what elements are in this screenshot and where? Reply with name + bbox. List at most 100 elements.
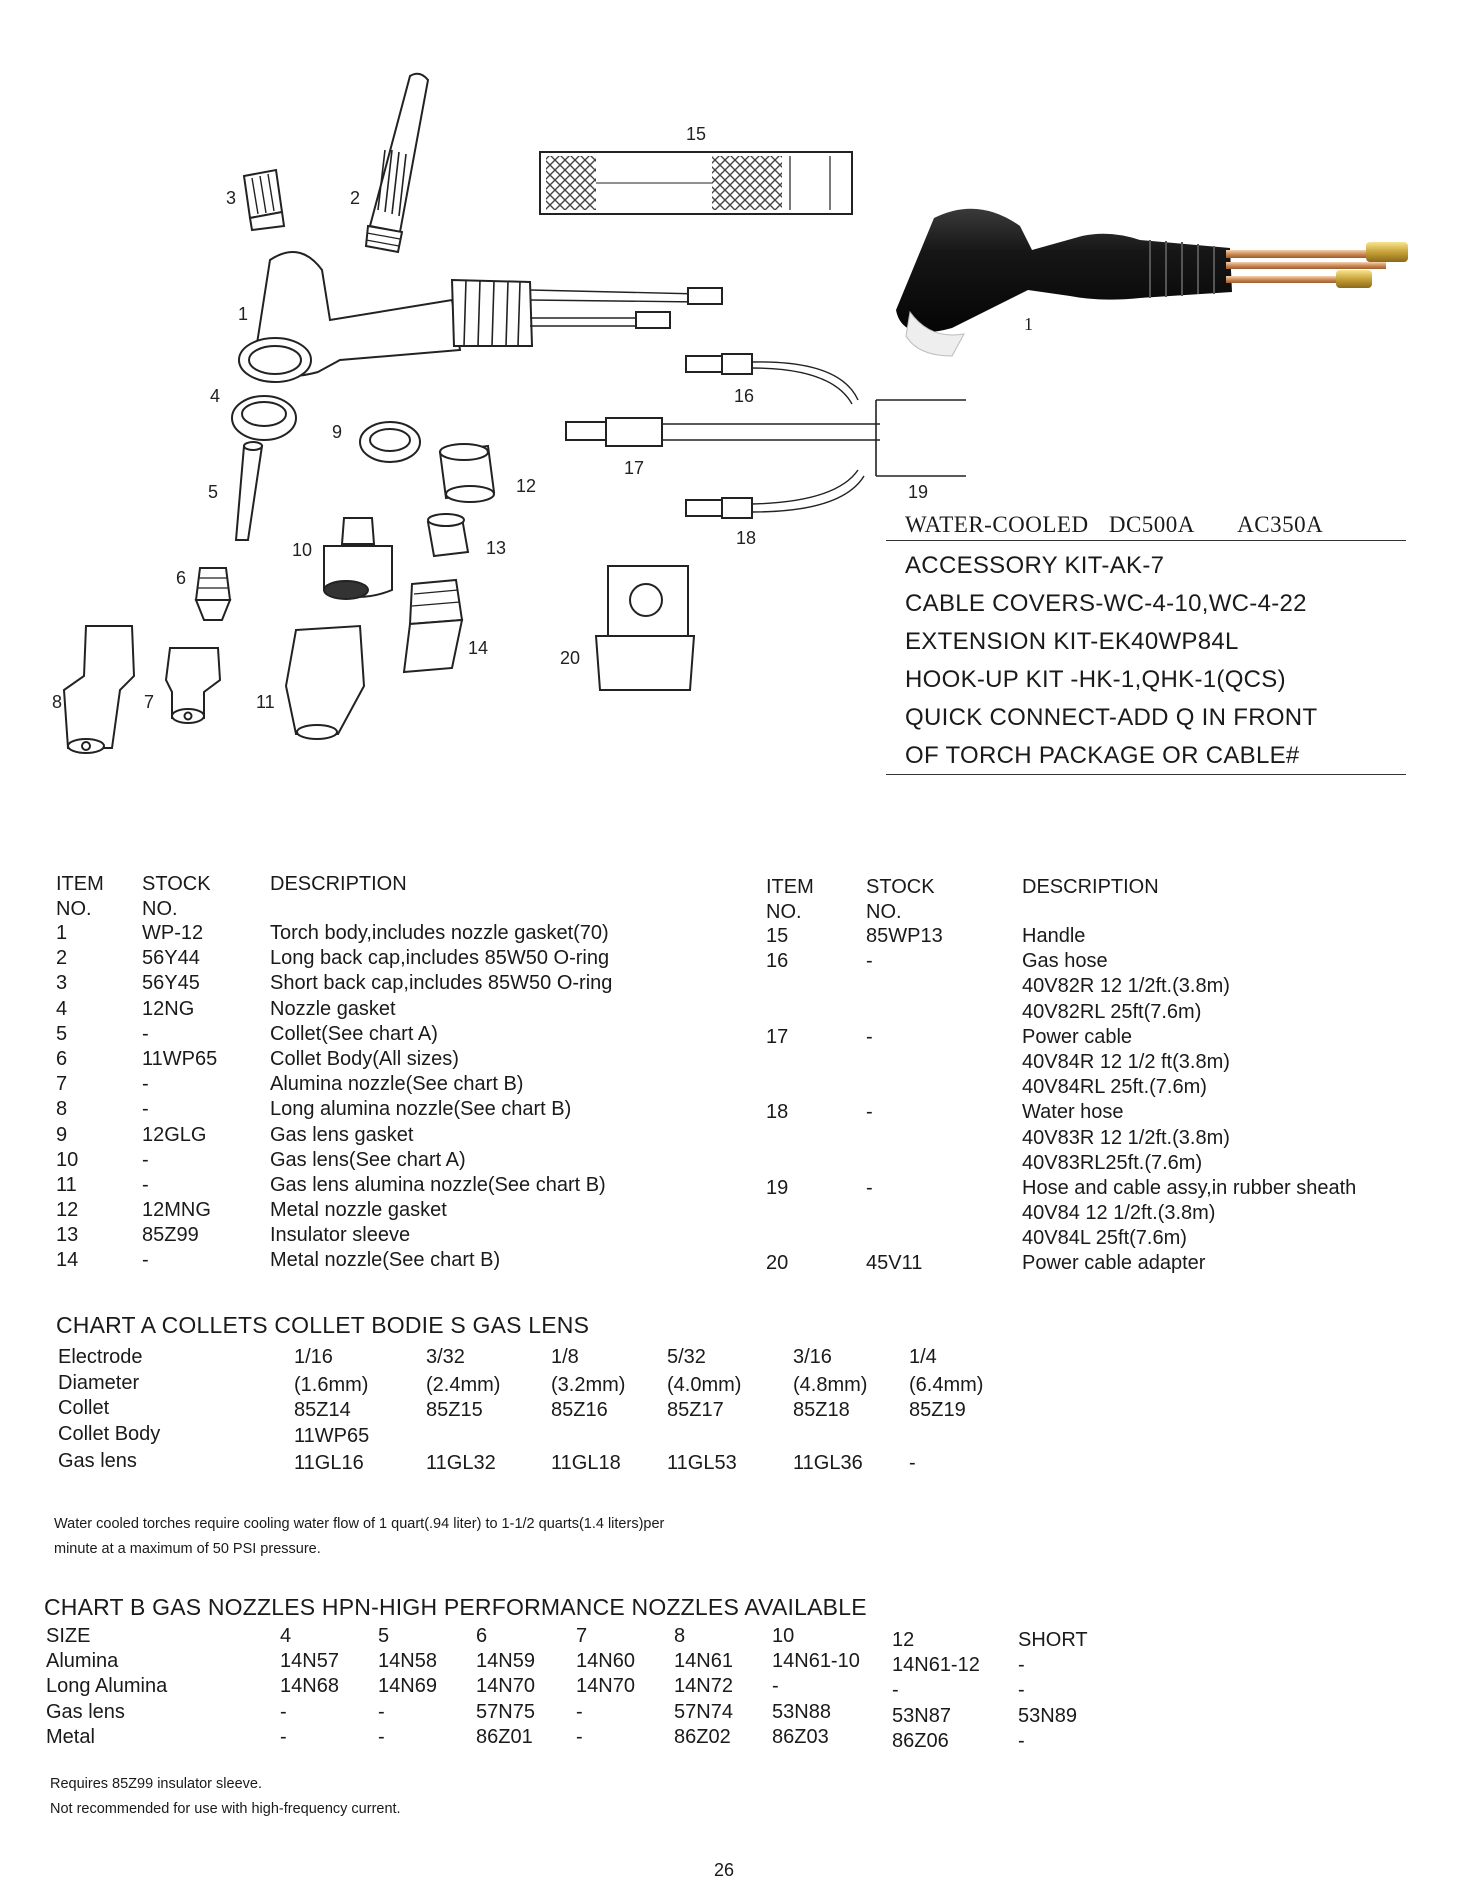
part-description: Hose and cable assy,in rubber sheath [1022, 1176, 1357, 1199]
chart-b-cell: - [576, 1725, 583, 1748]
chart-b-cell: - [280, 1700, 287, 1723]
chart-b-cell: 57N75 [476, 1700, 535, 1723]
chart-b-cell: - [1018, 1729, 1025, 1752]
chart-b-cell: SHORT [1018, 1629, 1088, 1651]
item-number: 20 [766, 1252, 789, 1275]
chart-a-cell: 1/8 [551, 1346, 579, 1368]
part-description: Long back cap,includes 85W50 O-ring [270, 947, 610, 970]
part-description: 40V82R 12 1/2ft.(3.8m) [1022, 975, 1230, 998]
part-description: 40V84RL 25ft.(7.6m) [1022, 1076, 1207, 1099]
stock-number: WP-12 [142, 922, 204, 944]
chart-b-cell: 53N88 [772, 1700, 831, 1723]
chart-a-cell: 11GL53 [667, 1452, 737, 1474]
accessory-line: CABLE COVERS-WC-4-10,WC-4-22 [905, 590, 1307, 617]
table-row: 40V84RL 25ft.(7.6m) [766, 1075, 1426, 1100]
item-number: 7 [56, 1073, 68, 1096]
stock-number: - [142, 1249, 149, 1272]
chart-b-cell: 4 [280, 1625, 292, 1647]
stock-number: - [142, 1022, 149, 1045]
model-name: WATER-COOLED [905, 512, 1089, 537]
chart-a-cell: 85Z19 [909, 1399, 966, 1421]
part-description: Short back cap,includes 85W50 O-ring [270, 972, 613, 995]
photo-callout-1: 1 [1024, 314, 1033, 334]
chart-a-cell: 1/16 [294, 1346, 333, 1368]
item-number: 17 [766, 1025, 789, 1048]
metal-nozzle-gasket-drawing [438, 443, 496, 503]
right-header-description: DESCRIPTION [1022, 876, 1159, 898]
torch-heading: WATER-COOLED DC500A AC350A [905, 512, 1323, 538]
cooling-note: Water cooled torches require cooling wat… [54, 1516, 665, 1557]
part-description: Torch body,includes nozzle gasket(70) [270, 922, 609, 944]
table-row: 17-Power cable [766, 1025, 1426, 1050]
table-row: 10-Gas lens(See chart A) [56, 1148, 676, 1173]
long-alumina-nozzle-drawing [62, 625, 136, 754]
chart-b-cell: 6 [476, 1625, 488, 1647]
gas-lens-drawing [323, 517, 393, 600]
chart-a-cell: (3.2mm) [551, 1373, 626, 1396]
item-number: 11 [56, 1173, 77, 1196]
chart-b-cell: 12 [892, 1629, 915, 1651]
chart-a-row-label: Electrode [58, 1346, 143, 1368]
short-back-cap-drawing [242, 168, 286, 232]
chart-b-cell: 86Z02 [674, 1725, 731, 1748]
table-row: 40V83RL25ft.(7.6m) [766, 1151, 1426, 1176]
chart-b-row-label: Long Alumina [46, 1675, 168, 1698]
table-row: 40V84R 12 1/2 ft(3.8m) [766, 1050, 1426, 1075]
callout-3: 3 [226, 188, 237, 208]
chart-a-cell: (4.8mm) [793, 1373, 868, 1396]
chart-b-cell: - [378, 1700, 385, 1723]
stock-number: 12MNG [142, 1199, 211, 1222]
long-back-cap-drawing [364, 72, 430, 254]
table-row: 8-Long alumina nozzle(See chart B) [56, 1097, 676, 1122]
part-description: 40V84 12 1/2ft.(3.8m) [1022, 1202, 1216, 1225]
part-description: 40V83RL25ft.(7.6m) [1022, 1151, 1203, 1174]
stock-number: 56Y45 [142, 972, 200, 995]
chart-b-row-label: Metal [46, 1725, 95, 1748]
callout-6: 6 [176, 568, 187, 588]
part-description: Gas hose [1022, 950, 1108, 973]
callout-7: 7 [144, 692, 155, 712]
torch-body-drawing [238, 251, 723, 383]
chart-a-cell: - [909, 1452, 916, 1474]
callout-2: 2 [350, 188, 361, 208]
table-row: 19-Hose and cable assy,in rubber sheath [766, 1176, 1426, 1201]
stock-number: 85Z99 [142, 1224, 199, 1247]
dc-rating: DC500A [1108, 512, 1195, 537]
chart-a-row-label: Gas lens [58, 1450, 137, 1472]
callout-1: 1 [238, 304, 249, 324]
nozzle-gasket-drawing [231, 395, 297, 441]
part-description: Metal nozzle gasket [270, 1199, 447, 1222]
chart-b-cell: 14N57 [280, 1650, 339, 1673]
chart-b-cell: 14N61-10 [772, 1650, 860, 1673]
page-number: 26 [714, 1860, 735, 1880]
chart-a-cell: (1.6mm) [294, 1373, 369, 1396]
chart-b-cell: 14N60 [576, 1650, 635, 1673]
chart-a-cell: 85Z18 [793, 1399, 850, 1421]
table-row: 5-Collet(See chart A) [56, 1022, 676, 1047]
chart-b-cell: 53N87 [892, 1704, 951, 1727]
part-description: Power cable [1022, 1025, 1133, 1048]
chart-b-cell: 14N69 [378, 1675, 437, 1698]
chart-b-cell: 5 [378, 1625, 390, 1647]
part-description: Long alumina nozzle(See chart B) [270, 1098, 572, 1121]
chart-b-cell: 14N61 [674, 1650, 733, 1673]
callout-10: 10 [292, 540, 313, 560]
part-description: Power cable adapter [1022, 1252, 1206, 1275]
chart-a-cell: 85Z14 [294, 1399, 351, 1421]
part-description: Gas lens gasket [270, 1123, 414, 1146]
chart-a-cell: 5/32 [667, 1346, 706, 1368]
chart-b-cell: 14N72 [674, 1675, 733, 1698]
chart-b-cell: 14N59 [476, 1650, 535, 1673]
gas-lens-gasket-drawing [359, 421, 421, 463]
chart-b-row-label: SIZE [46, 1625, 91, 1647]
chart-b-cell: 86Z06 [892, 1729, 949, 1752]
chart-b-cell: 14N70 [476, 1675, 535, 1698]
chart-b-cell: 10 [772, 1625, 795, 1647]
accessory-rule [886, 774, 1406, 775]
item-number: 12 [56, 1199, 79, 1222]
